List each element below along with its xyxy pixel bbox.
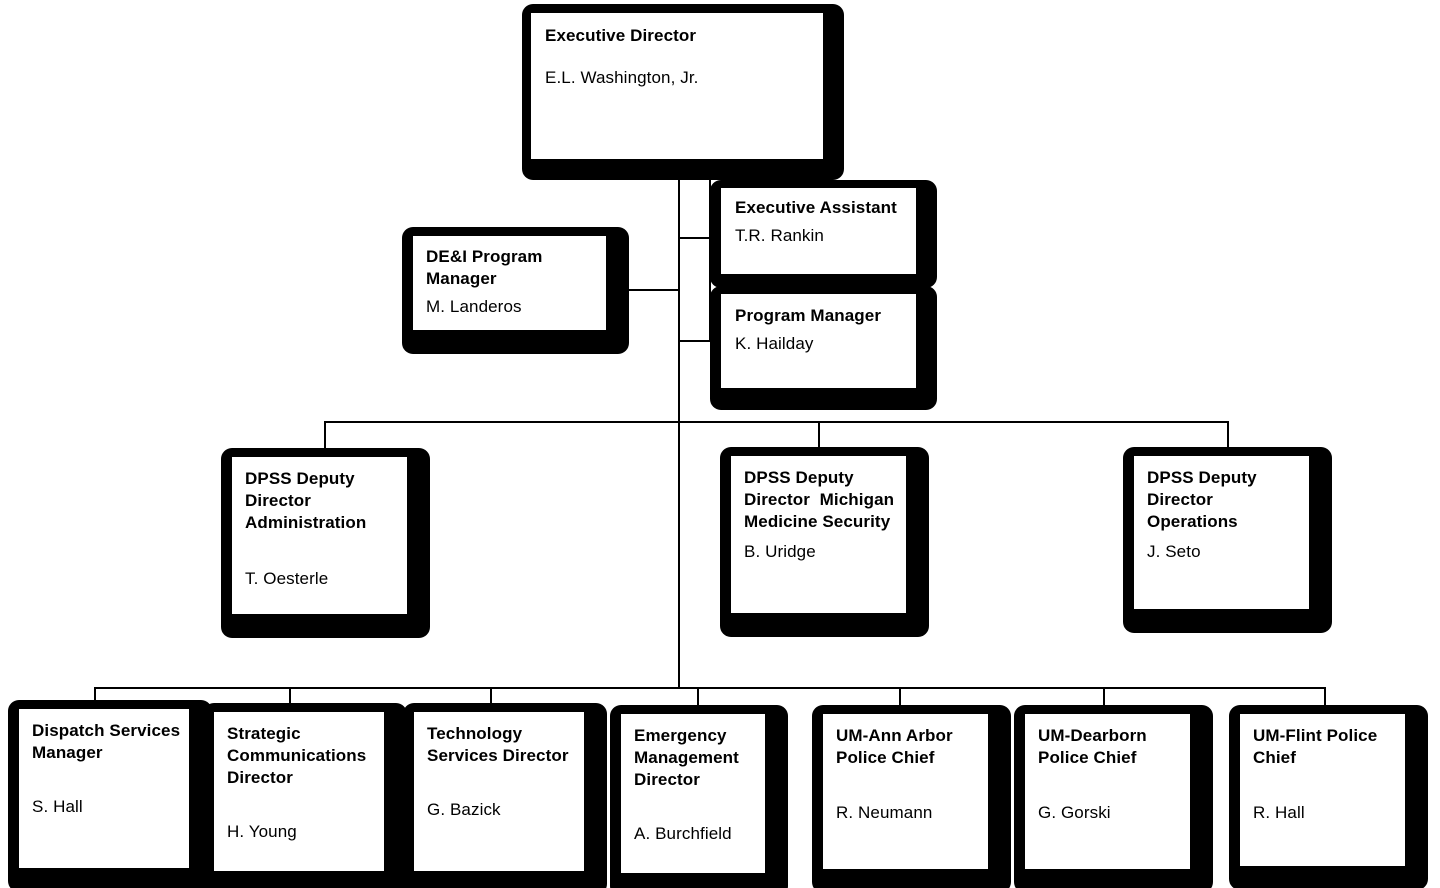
node-person: G. Bazick <box>427 800 501 820</box>
connector-bus-deputies <box>324 421 1229 423</box>
node-um-dearborn-police-chief[interactable]: UM-Dearborn Police Chief G. Gorski <box>1014 705 1213 888</box>
node-person: K. Hailday <box>735 334 814 354</box>
connector-drop-deputy-michigan-medicine <box>818 421 820 448</box>
node-emergency-management-director[interactable]: Emergency Management Director A. Burchfi… <box>610 705 788 888</box>
node-title: Dispatch Services Manager <box>32 721 185 763</box>
connector-drop-deputy-operations <box>1227 421 1229 448</box>
connector-drop-dispatch-services-manager <box>94 687 96 705</box>
connector-drop-um-dearborn-police-chief <box>1103 687 1105 705</box>
node-dei-program-manager[interactable]: DE&I Program Manager M. Landeros <box>402 227 629 354</box>
node-um-ann-arbor-police-chief[interactable]: UM-Ann Arbor Police Chief R. Neumann <box>812 705 1011 888</box>
node-executive-director[interactable]: Executive Director E.L. Washington, Jr. <box>522 4 844 180</box>
node-title: DPSS Deputy Director Administration <box>245 469 367 533</box>
connector-stub-program-manager <box>678 340 720 342</box>
node-person: T.R. Rankin <box>735 226 824 246</box>
node-deputy-operations[interactable]: DPSS Deputy Director Operations J. Seto <box>1123 447 1332 633</box>
connector-drop-strategic-communications-director <box>289 687 291 705</box>
node-person: T. Oesterle <box>245 569 329 589</box>
node-person: S. Hall <box>32 797 83 817</box>
node-title: DPSS Deputy Director Operations <box>1147 468 1262 532</box>
node-deputy-michigan-medicine[interactable]: DPSS Deputy Director Michigan Medicine S… <box>720 447 929 637</box>
node-deputy-administration[interactable]: DPSS Deputy Director Administration T. O… <box>221 448 430 638</box>
node-title: DPSS Deputy Director Michigan Medicine S… <box>744 468 899 532</box>
node-title: UM-Flint Police Chief <box>1253 726 1383 768</box>
node-person: J. Seto <box>1147 542 1201 562</box>
connector-stub-dei-program-manager <box>628 289 680 291</box>
connector-drop-um-ann-arbor-police-chief <box>899 687 901 705</box>
connector-drop-emergency-management-director <box>697 687 699 705</box>
node-title: Program Manager <box>735 306 882 325</box>
connector-drop-um-flint-police-chief <box>1324 687 1326 705</box>
node-person: H. Young <box>227 822 297 842</box>
node-title: Executive Director <box>545 26 697 45</box>
node-strategic-communications-director[interactable]: Strategic Communications Director H. You… <box>203 703 407 888</box>
node-title: UM-Ann Arbor Police Chief <box>836 726 958 768</box>
node-title: Emergency Management Director <box>634 726 744 790</box>
node-title: UM-Dearborn Police Chief <box>1038 726 1152 768</box>
node-person: M. Landeros <box>426 297 522 317</box>
node-title: Strategic Communications Director <box>227 724 372 788</box>
connector-drop-technology-services-director <box>490 687 492 705</box>
node-person: G. Gorski <box>1038 803 1111 823</box>
node-title: Executive Assistant <box>735 198 897 217</box>
node-person: A. Burchfield <box>634 824 732 844</box>
node-person: E.L. Washington, Jr. <box>545 68 699 88</box>
node-dispatch-services-manager[interactable]: Dispatch Services Manager S. Hall <box>8 700 212 888</box>
node-program-manager[interactable]: Program Manager K. Hailday <box>710 286 937 410</box>
node-person: B. Uridge <box>744 542 816 562</box>
node-title: Technology Services Director <box>427 724 569 766</box>
connector-bus-directors <box>94 687 1325 689</box>
node-person: R. Hall <box>1253 803 1305 823</box>
node-technology-services-director[interactable]: Technology Services Director G. Bazick <box>403 703 607 888</box>
connector-trunk-main <box>678 175 680 688</box>
node-title: DE&I Program Manager <box>426 247 548 289</box>
node-person: R. Neumann <box>836 803 933 823</box>
connector-stub-executive-assistant <box>678 237 720 239</box>
node-executive-assistant[interactable]: Executive Assistant T.R. Rankin <box>710 180 937 288</box>
node-um-flint-police-chief[interactable]: UM-Flint Police Chief R. Hall <box>1229 705 1428 888</box>
connector-drop-deputy-administration <box>324 421 326 450</box>
